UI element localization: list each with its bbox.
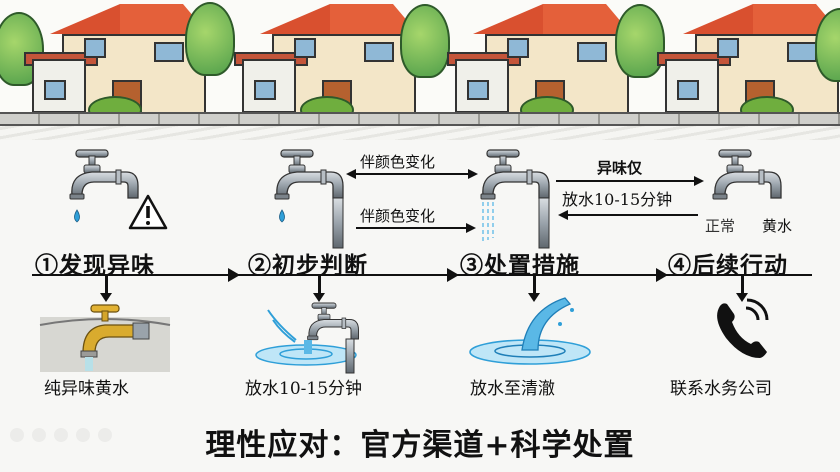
tree [185, 2, 235, 76]
faucet-dripping-icon [274, 149, 344, 249]
house [655, 4, 840, 116]
odor-only-label: 异味仅 [597, 159, 643, 177]
down-arrow-icon [313, 276, 325, 302]
faucet-icon [69, 149, 139, 223]
result-label-2: 放水10-15分钟 [245, 379, 363, 399]
footer-title: 理性应对：官方渠道+科学处置 [205, 428, 635, 463]
yellow-faucet-icon [39, 304, 171, 372]
result-label-1: 纯异味黄水 [44, 379, 129, 399]
color-change-label-bottom: 伴颜色变化 [360, 207, 436, 225]
color-change-label-top: 伴颜色变化 [360, 153, 436, 171]
down-arrow-icon [736, 276, 748, 302]
house [445, 4, 635, 116]
arrow-line [566, 214, 698, 216]
warning-icon [128, 194, 168, 230]
result-label-4: 联系水务公司 [670, 379, 772, 399]
timeline-arrow-icon [656, 268, 668, 282]
tree [400, 4, 450, 78]
timeline [32, 274, 812, 276]
arrow-line [556, 180, 696, 182]
arrow-left-icon [558, 210, 568, 220]
houses-banner [0, 0, 840, 140]
timeline-arrow-icon [228, 268, 240, 282]
phone-icon [717, 298, 769, 358]
result-label-3: 放水至清澈 [470, 379, 555, 399]
arrow-right-icon [468, 169, 478, 179]
yellow-water-label: 黄水 [762, 217, 793, 235]
arrow-right-icon [466, 223, 476, 233]
faucet-icon [712, 149, 782, 200]
tree [615, 4, 665, 78]
normal-label: 正常 [705, 217, 736, 235]
arrow-right-icon [694, 176, 704, 186]
arrow-line [356, 227, 468, 229]
faucet-running-icon [480, 149, 550, 249]
timeline-arrow-icon [447, 268, 459, 282]
double-arrow-line [352, 173, 470, 175]
decorative-dots [10, 428, 112, 442]
arrow-left-icon [346, 169, 356, 179]
flush-time-label: 放水10-15分钟 [562, 190, 673, 209]
water-stream-splash-icon [469, 297, 591, 365]
stone-wall [0, 112, 840, 126]
running-faucet-splash-icon [255, 302, 359, 374]
down-arrow-icon [100, 276, 112, 302]
down-arrow-icon [528, 276, 540, 302]
